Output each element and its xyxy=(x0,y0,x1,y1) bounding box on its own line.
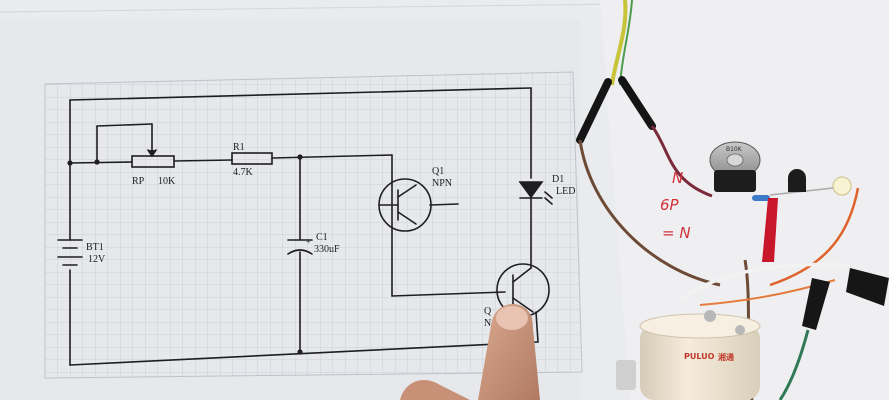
led-d1-ray1 xyxy=(544,191,553,199)
transistor-physical xyxy=(788,169,806,192)
label-bt1-value: 12V xyxy=(88,254,106,265)
junction-dot xyxy=(94,159,100,165)
relay-terminal xyxy=(704,310,716,322)
rp-wiper-arrow xyxy=(147,149,157,158)
grid-paper xyxy=(44,71,583,379)
label-d1: D1 xyxy=(552,174,565,185)
q2-emitter xyxy=(512,297,534,313)
label-d1-type: LED xyxy=(556,186,576,197)
schematic xyxy=(57,87,553,366)
junction-dots xyxy=(67,154,303,355)
wire-rp-wiper-h xyxy=(96,123,153,127)
junction-dot xyxy=(297,349,303,355)
label-q2: Q xyxy=(484,306,492,317)
wire-q1-right xyxy=(429,203,459,206)
label-q1-type: NPN xyxy=(432,178,453,189)
relay-body xyxy=(640,325,760,400)
pot-body xyxy=(714,170,756,192)
handwriting-mark-1: N xyxy=(672,169,684,187)
relay xyxy=(616,310,761,400)
junction-dot xyxy=(67,160,73,166)
wire-maroon xyxy=(650,125,713,198)
wire-r1-q1 xyxy=(271,154,393,159)
hand xyxy=(400,303,540,400)
wire-bottom-rail xyxy=(69,341,539,366)
wire-black-connector-right xyxy=(618,76,656,130)
junction-dot xyxy=(297,154,303,160)
cap-plate-bottom xyxy=(287,249,313,255)
wire-black-connector-left xyxy=(576,78,612,144)
label-bt1: BT1 xyxy=(86,242,104,253)
label-r1: R1 xyxy=(233,142,245,153)
potentiometer xyxy=(709,141,761,192)
relay-terminal xyxy=(735,325,745,335)
relay-side-tab xyxy=(616,360,636,390)
wire-rp-r1 xyxy=(173,159,233,162)
label-rp-value: 10K xyxy=(158,176,176,187)
label-q2-type: N xyxy=(484,318,492,329)
label-c1-value: 330uF xyxy=(314,244,340,255)
handwriting-mark-3: = N xyxy=(662,224,691,242)
relay-brand: PULUO xyxy=(684,352,715,361)
wire-green-bottom xyxy=(778,329,810,400)
wire-q1-to-q2 xyxy=(391,291,506,297)
hand-palm xyxy=(400,380,470,400)
finger xyxy=(478,303,540,400)
clip-black-1 xyxy=(802,278,830,330)
wire-green-yellow xyxy=(610,0,628,86)
wire-q2-emitter xyxy=(535,311,539,343)
relay-top xyxy=(639,313,761,339)
handwriting-mark-2: 6P xyxy=(660,196,679,214)
led-d1-ray2 xyxy=(544,197,553,205)
led-bulb xyxy=(832,176,852,196)
label-r1-value: 4.7K xyxy=(233,167,253,178)
relay-brand-cn: 湘通 xyxy=(718,353,734,362)
q2-collector xyxy=(512,267,532,283)
paper-edge-line xyxy=(0,3,621,13)
wire-white xyxy=(678,262,851,302)
pot-shaft xyxy=(726,153,744,167)
wire-rp-left xyxy=(69,161,133,164)
label-c1-polarity: + xyxy=(306,237,311,246)
label-q1: Q1 xyxy=(432,166,445,177)
potentiometer-label: B10K xyxy=(726,146,742,153)
wire-orange xyxy=(769,187,860,287)
clip-red xyxy=(762,198,778,262)
wire-green xyxy=(619,0,633,86)
label-rp: RP xyxy=(132,176,145,187)
wire-top-rail xyxy=(69,87,532,101)
wire-brown-left xyxy=(578,139,721,287)
resistor-blue xyxy=(752,195,770,201)
clip-black-2 xyxy=(846,268,889,306)
label-c1: C1 xyxy=(316,232,328,243)
q1-collector xyxy=(397,184,417,198)
q1-emitter xyxy=(397,211,417,225)
fingernail xyxy=(496,306,528,330)
led-d1-triangle xyxy=(518,181,544,199)
